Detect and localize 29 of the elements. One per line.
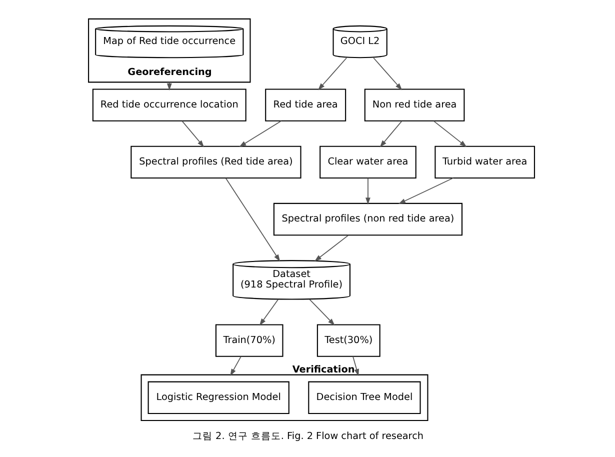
arrow	[181, 120, 204, 148]
node-box: Clear water area	[319, 146, 416, 178]
node-box: Test(30%)	[316, 324, 380, 357]
arrow	[314, 234, 348, 262]
arrow	[372, 57, 402, 90]
arrow	[166, 82, 172, 90]
arrow	[258, 298, 278, 326]
caption: 그림 2. 연구 흐름도. Fig. 2 Flow chart of research	[192, 430, 424, 442]
node-box: Spectral profiles (non red tide area)	[272, 202, 462, 236]
node-box: Non red tide area	[364, 88, 464, 122]
node-box: Logistic Regression Model	[147, 381, 289, 414]
node-box: Decision Tree Model	[308, 381, 420, 414]
cluster	[140, 374, 428, 422]
arrow	[224, 178, 280, 262]
edge-label: Verification	[292, 364, 354, 376]
node-box: Red tide occurrence location	[92, 88, 246, 122]
arrow	[398, 178, 454, 204]
node-box: Red tide area	[264, 88, 346, 122]
arrow	[432, 120, 466, 147]
arrow	[238, 120, 282, 147]
node-box: Train(70%)	[214, 324, 283, 357]
node-box: Spectral profiles (Red tide area)	[130, 146, 301, 178]
node-box: Turbid water area	[434, 146, 535, 178]
arrow	[352, 356, 358, 376]
arrow	[365, 178, 370, 205]
arrow	[318, 57, 347, 90]
arrow	[379, 120, 402, 148]
arrow	[230, 356, 241, 376]
arrow	[308, 298, 334, 326]
